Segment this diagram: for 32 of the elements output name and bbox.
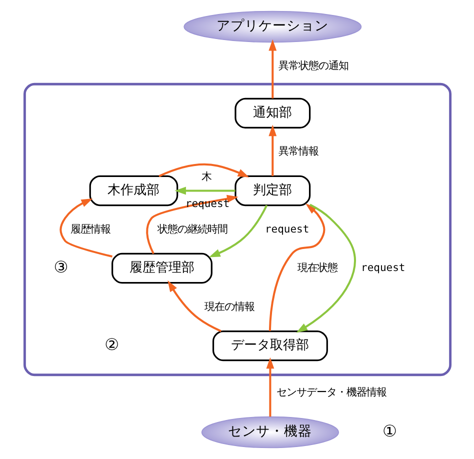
label: ②	[104, 334, 119, 354]
edge-label: 状態の継続時間	[157, 223, 228, 236]
arrow	[296, 204, 356, 333]
node-box: 通知部	[234, 98, 310, 129]
label: ①	[382, 421, 396, 440]
edge-label: 異常状態の通知	[278, 60, 348, 72]
node-box: 木作成部	[88, 175, 178, 206]
arrow	[266, 357, 274, 417]
node-box: 判定部	[234, 175, 310, 206]
node-ellipse: センサ・機器	[200, 416, 339, 448]
arrow	[59, 198, 112, 258]
arrow	[268, 203, 325, 331]
node-box: 履歴管理部	[111, 252, 212, 284]
arrow	[208, 204, 268, 258]
arrow	[174, 186, 235, 195]
cluster	[22, 82, 452, 376]
node-ellipse: アプリケーション	[183, 10, 362, 43]
arrow	[268, 39, 276, 98]
node-box: データ取得部	[212, 330, 328, 362]
edge-label: 履歴情報	[70, 223, 110, 236]
edge-label: 現在の情報	[204, 300, 254, 313]
edge-label: センサデータ・機器情報	[276, 386, 386, 398]
arrow	[268, 124, 276, 176]
arrow	[146, 194, 238, 254]
edge-label: request	[360, 262, 405, 274]
edge-label: 木	[201, 170, 212, 183]
arrow	[158, 163, 249, 178]
edge-label: request	[264, 223, 309, 236]
arrow	[167, 280, 221, 332]
label: ③	[53, 257, 68, 276]
edge-label: 現在状態	[297, 262, 338, 274]
edge-label: 異常情報	[278, 146, 318, 158]
